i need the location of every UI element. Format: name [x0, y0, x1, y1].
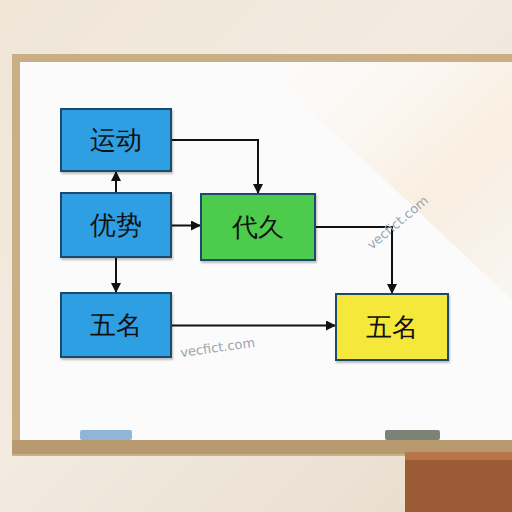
grey-marker [385, 430, 440, 440]
box-label: 运动 [90, 126, 142, 155]
board-frame [12, 54, 512, 456]
box-label: 优势 [90, 211, 142, 240]
result-box: 五名 [335, 293, 449, 361]
board-surface [20, 62, 512, 440]
box-label: 五名 [90, 311, 142, 340]
flow-arrow [115, 258, 117, 292]
blue-marker [80, 430, 132, 440]
desk-top [405, 452, 512, 460]
flow-arrow [172, 325, 335, 327]
flow-arrow [172, 225, 200, 227]
process-box: 五名 [60, 292, 172, 358]
flow-arrow [115, 172, 117, 192]
box-label: 五名 [366, 313, 418, 342]
process-box: 代久 [200, 193, 316, 261]
process-box: 运动 [60, 108, 172, 172]
box-label: 代久 [232, 213, 284, 242]
flow-arrow [172, 140, 258, 193]
process-box: 优势 [60, 192, 172, 258]
marker-tray [12, 440, 512, 454]
light-glare [260, 62, 512, 300]
desk [405, 452, 512, 512]
